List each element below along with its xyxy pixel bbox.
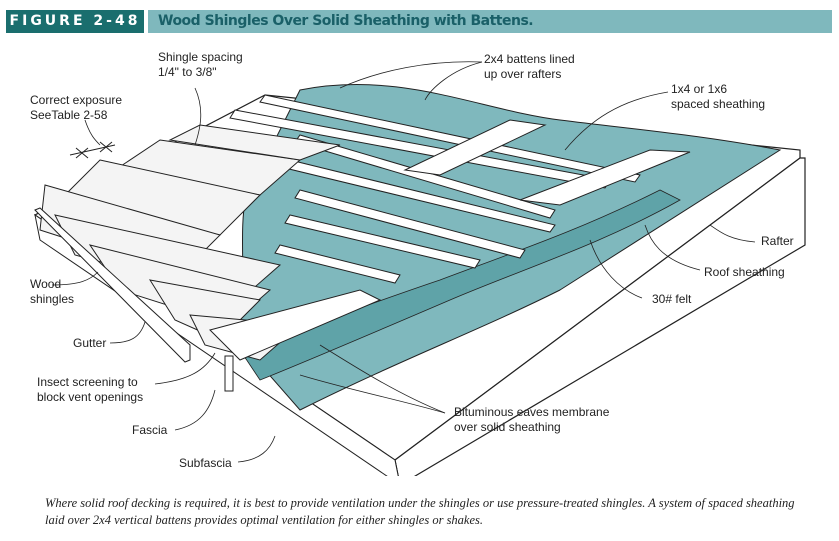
batten (284, 214, 481, 269)
callout-shingle-spacing: Shingle spacing 1/4" to 3/8" (158, 50, 243, 80)
batten (403, 119, 547, 176)
callout-rafter: Rafter (761, 234, 794, 249)
callout-roof-sheathing: Roof sheathing (704, 265, 785, 280)
callout-text: Shingle spacing (158, 50, 243, 64)
callout-text: block vent openings (37, 390, 144, 404)
callout-text: Correct exposure (30, 93, 123, 107)
callout-text: Rafter (761, 234, 794, 248)
callout-text: 1/4" to 3/8" (158, 65, 217, 79)
shingle-row-top (168, 124, 341, 161)
gutter (34, 207, 191, 363)
batten (259, 94, 641, 183)
callout-bituminous: Bituminous eaves membrane over solid she… (454, 405, 609, 435)
callout-text: over solid sheathing (454, 420, 561, 434)
batten (229, 109, 611, 189)
callout-correct-exposure: Correct exposure SeeTable 2-58 (30, 93, 122, 123)
callout-spaced-sheathing: 1x4 or 1x6 spaced sheathing (671, 82, 765, 112)
callout-insect-screening: Insect screening to block vent openings (37, 375, 143, 405)
callout-text: Wood (30, 277, 62, 291)
callout-text: Bituminous eaves membrane (454, 405, 610, 419)
callout-text: Roof sheathing (704, 265, 785, 279)
figure-number: FIGURE 2-48 (6, 10, 144, 33)
callout-felt: 30# felt (652, 292, 691, 307)
figure-caption: Where solid roof decking is required, it… (45, 496, 795, 527)
rafter-side (394, 157, 806, 476)
callout-text: Fascia (132, 423, 168, 437)
roof-illustration (33, 61, 806, 476)
callout-fascia: Fascia (132, 423, 167, 438)
callout-gutter: Gutter (73, 336, 106, 351)
callout-text: 30# felt (652, 292, 692, 306)
callout-text: shingles (30, 292, 75, 306)
callout-text: up over rafters (484, 67, 562, 81)
callout-text: 2x4 battens lined (484, 52, 575, 66)
callout-text: Subfascia (179, 456, 232, 470)
figure-header: FIGURE 2-48 Wood Shingles Over Solid She… (6, 10, 832, 33)
vent-block (224, 355, 234, 392)
callout-battens: 2x4 battens lined up over rafters (484, 52, 575, 82)
eaves-membrane (239, 189, 681, 381)
callout-text: SeeTable 2-58 (30, 108, 108, 122)
loose-shingles (209, 289, 382, 361)
callout-subfascia: Subfascia (179, 456, 232, 471)
callout-text: Gutter (73, 336, 107, 350)
batten (519, 149, 691, 206)
figure-title: Wood Shingles Over Solid Sheathing with … (148, 10, 832, 33)
callout-text: spaced sheathing (671, 97, 766, 111)
callout-wood-shingles: Wood shingles (30, 277, 74, 307)
exposure-marks (69, 141, 116, 159)
batten (294, 189, 526, 259)
callout-text: 1x4 or 1x6 (671, 82, 728, 96)
callout-text: Insect screening to (37, 375, 138, 389)
battens (229, 94, 691, 284)
batten (274, 244, 401, 284)
leader-lines (51, 61, 756, 463)
